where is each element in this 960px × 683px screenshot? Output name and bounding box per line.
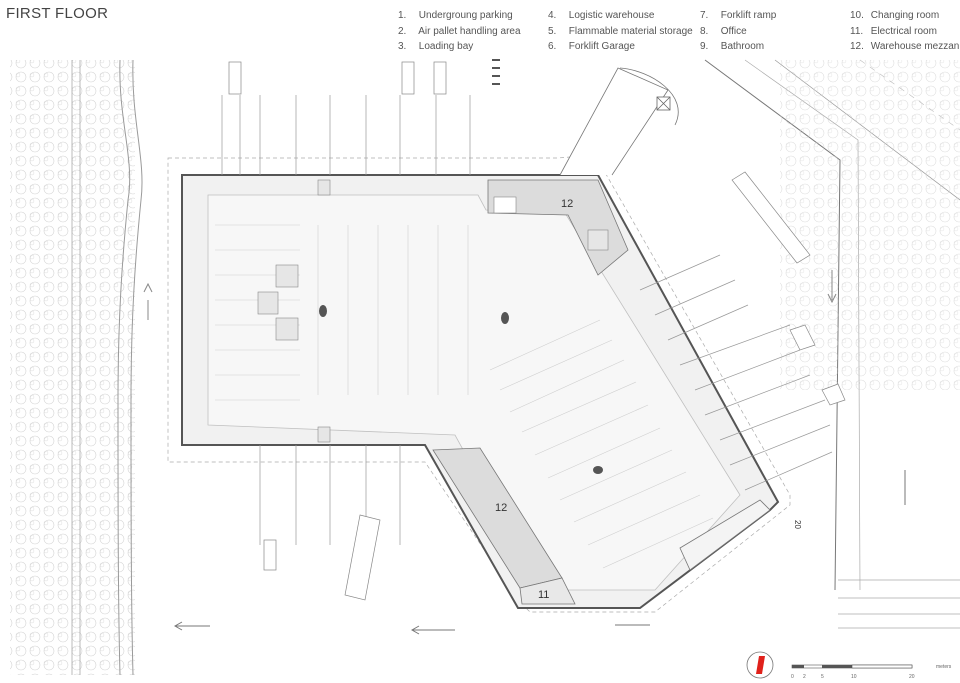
- legend-item: 7. Forklift ramp: [700, 8, 776, 24]
- forklift-ramp: [559, 67, 679, 176]
- legend-text: Logistic warehouse: [568, 10, 655, 21]
- legend-num: 8.: [700, 25, 709, 37]
- legend-item: 6. Forklift Garage: [548, 39, 693, 55]
- legend-item: 8. Office: [700, 24, 776, 40]
- legend-item: 2. Air pallet handling area: [398, 24, 521, 40]
- legend-num: 10.: [850, 10, 864, 21]
- scale-tick-5: 5: [821, 674, 824, 680]
- legend-column-2: 4. Logistic warehouse 5. Flammable mater…: [548, 8, 693, 55]
- legend-num: 1.: [398, 10, 407, 21]
- legend-item: 10. Changing room: [850, 8, 960, 24]
- stair-blocks: [257, 179, 609, 443]
- legend-text: Warehouse mezzanine: [870, 41, 960, 52]
- circulation-arrows: [173, 470, 906, 635]
- legend-num: 2.: [398, 25, 407, 37]
- legend-num: 3.: [398, 41, 407, 52]
- room-label-mezzanine-south: 12: [495, 502, 507, 514]
- legend-num: 4.: [548, 10, 557, 21]
- legend-item: 3. Loading bay: [398, 39, 521, 55]
- legend-text: Loading bay: [418, 41, 474, 52]
- legend-text: Forklift ramp: [720, 10, 777, 21]
- legend-item: 1. Undergroung parking: [398, 8, 521, 24]
- legend-num: 6.: [548, 41, 557, 52]
- legend-num: 9.: [700, 41, 709, 52]
- scale-tick-0: 0: [791, 674, 794, 680]
- legend-item: 4. Logistic warehouse: [548, 8, 693, 24]
- left-tree-belt: [10, 59, 153, 676]
- legend-text: Changing room: [870, 10, 940, 21]
- loading-bays-east: [639, 171, 846, 491]
- legend-text: Flammable material storage: [568, 25, 693, 37]
- legend-item: 12. Warehouse mezzanine: [850, 39, 960, 55]
- north-arrow-icon: [746, 651, 774, 679]
- legend-num: 12.: [850, 41, 864, 52]
- racking-rows: [215, 224, 714, 569]
- scale-bar: 0 2 5 10 20 meters: [791, 664, 952, 680]
- legend-num: 7.: [700, 10, 709, 21]
- legend-item: 11. Electrical room: [850, 24, 960, 40]
- room-label-mezzanine-north: 12: [561, 198, 573, 210]
- legend-text: Electrical room: [870, 25, 937, 37]
- legend-item: 9. Bathroom: [700, 39, 776, 55]
- forklift-markers: [319, 305, 603, 474]
- scale-tick-20: 20: [909, 674, 915, 680]
- legend-column-1: 1. Undergroung parking 2. Air pallet han…: [398, 8, 521, 55]
- legend-num: 5.: [548, 25, 557, 37]
- scale-tick-10: 10: [851, 674, 857, 680]
- legend-text: Bathroom: [720, 41, 765, 52]
- dimension-label: 20: [793, 520, 802, 529]
- page-title: FIRST FLOOR: [6, 5, 109, 22]
- mezzanine-areas: [432, 179, 771, 605]
- room-label-electrical: 11: [538, 589, 549, 601]
- building-footprint: [181, 174, 780, 609]
- right-road: [704, 59, 960, 629]
- legend-text: Undergroung parking: [418, 10, 513, 21]
- legend-text: Office: [720, 25, 747, 37]
- loading-bays-north: [221, 59, 500, 175]
- legend-column-3: 7. Forklift ramp 8. Office 9. Bathroom: [700, 8, 776, 55]
- loading-bays-south: [259, 445, 401, 601]
- scale-tick-2: 2: [803, 674, 806, 680]
- legend-num: 11.: [850, 25, 864, 37]
- legend-text: Air pallet handling area: [418, 25, 521, 37]
- legend-text: Forklift Garage: [568, 41, 635, 52]
- scale-unit: meters: [936, 664, 952, 670]
- legend-column-4: 10. Changing room 11. Electrical room 12…: [850, 8, 960, 55]
- legend-item: 5. Flammable material storage: [548, 24, 693, 40]
